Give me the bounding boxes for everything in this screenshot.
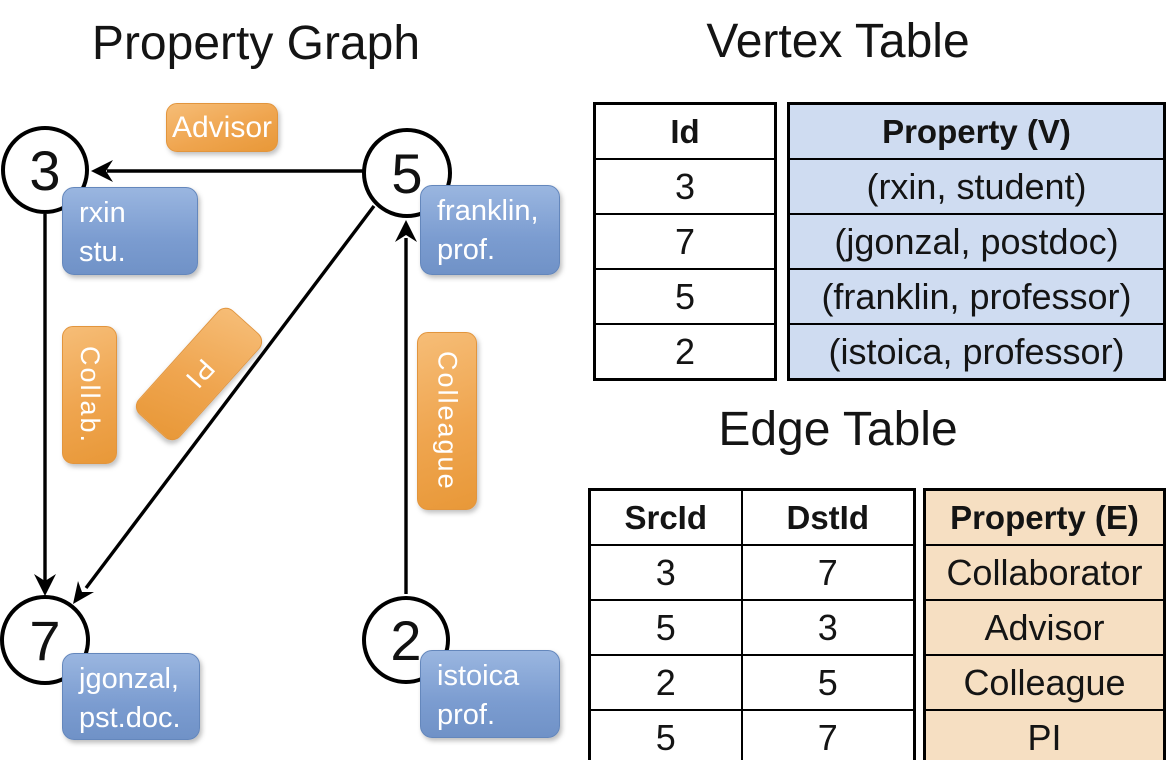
edge-table-cell: 7 <box>740 544 916 601</box>
edge-table-id-columns: SrcId DstId 3 7 5 3 2 5 5 7 <box>588 488 916 760</box>
edge-label-text: Collab. <box>75 345 105 445</box>
vertex-prop-box-rxin: rxin stu. <box>62 187 198 275</box>
vertex-table-cell: (franklin, professor) <box>787 268 1166 325</box>
vertex-table-header-id: Id <box>593 102 777 160</box>
vertex-table-cell: 7 <box>593 213 777 270</box>
vertex-table-cell: (rxin, student) <box>787 158 1166 215</box>
edge-table-cell: 3 <box>740 599 916 656</box>
vertex-prop-line: jgonzal, <box>79 663 179 695</box>
vertex-prop-box-jgonzal: jgonzal, pst.doc. <box>62 653 200 740</box>
vertex-table-id-column: Id 3 7 5 2 <box>593 102 777 381</box>
vertex-table-cell: (istoica, professor) <box>787 323 1166 381</box>
arrowhead-5-3 <box>91 160 113 182</box>
edge-table-cell: 3 <box>588 544 743 601</box>
vertex-id-3: 3 <box>29 138 61 202</box>
vertex-id-5: 5 <box>391 141 423 205</box>
edge-line-5-7 <box>84 204 376 590</box>
edge-label-text: Advisor <box>171 110 273 144</box>
vertex-prop-line: prof. <box>437 699 496 731</box>
graph-edges-svg <box>34 160 417 604</box>
edge-table-cell: Collaborator <box>923 544 1166 601</box>
vertex-prop-line: franklin, <box>437 195 539 227</box>
edge-table-header-property: Property (E) <box>923 488 1166 546</box>
edge-table-cell: Advisor <box>923 599 1166 656</box>
vertex-prop-line: stu. <box>79 236 126 268</box>
vertex-prop-line: prof. <box>437 234 496 266</box>
vertex-id-7: 7 <box>29 608 61 672</box>
edge-table-title: Edge Table <box>718 403 958 456</box>
vertex-prop-box-istoica: istoica prof. <box>420 650 560 738</box>
edge-table-cell: Colleague <box>923 654 1166 711</box>
vertex-table-cell: (jgonzal, postdoc) <box>787 213 1166 270</box>
edge-label-collab: Collab. <box>62 326 117 464</box>
property-graph-title: Property Graph <box>91 17 421 70</box>
edge-table-cell: 7 <box>740 709 916 760</box>
edge-label-colleague: Colleague <box>417 332 477 510</box>
edge-table-property-column: Property (E) Collaborator Advisor Collea… <box>923 488 1166 760</box>
vertex-table-header-property: Property (V) <box>787 102 1166 160</box>
edge-table-cell: 5 <box>588 599 743 656</box>
vertex-prop-line: rxin <box>79 197 126 229</box>
edge-table-cell: 5 <box>740 654 916 711</box>
vertex-table-cell: 2 <box>593 323 777 381</box>
vertex-table-property-column: Property (V) (rxin, student) (jgonzal, p… <box>787 102 1166 381</box>
edge-label-text: Colleague <box>432 351 463 491</box>
edge-table-cell: PI <box>923 709 1166 760</box>
edge-label-text: PI <box>178 353 221 396</box>
arrowhead-2-5 <box>395 220 417 242</box>
vertex-table-title: Vertex Table <box>706 15 970 68</box>
vertex-table-cell: 5 <box>593 268 777 325</box>
arrowhead-5-7 <box>73 581 94 604</box>
edge-table-header-dstid: DstId <box>740 488 916 546</box>
vertex-prop-box-franklin: franklin, prof. <box>420 185 560 275</box>
vertex-prop-line: pst.doc. <box>79 702 181 734</box>
edge-table-header-srcid: SrcId <box>588 488 743 546</box>
vertex-prop-line: istoica <box>437 660 520 692</box>
vertex-id-2: 2 <box>390 608 422 672</box>
edge-table-cell: 5 <box>588 709 743 760</box>
arrowhead-3-7 <box>34 574 56 596</box>
edge-table-cell: 2 <box>588 654 743 711</box>
vertex-table-cell: 3 <box>593 158 777 215</box>
vertex-circle-2: 2 <box>362 596 450 684</box>
edge-label-advisor: Advisor <box>166 103 278 152</box>
